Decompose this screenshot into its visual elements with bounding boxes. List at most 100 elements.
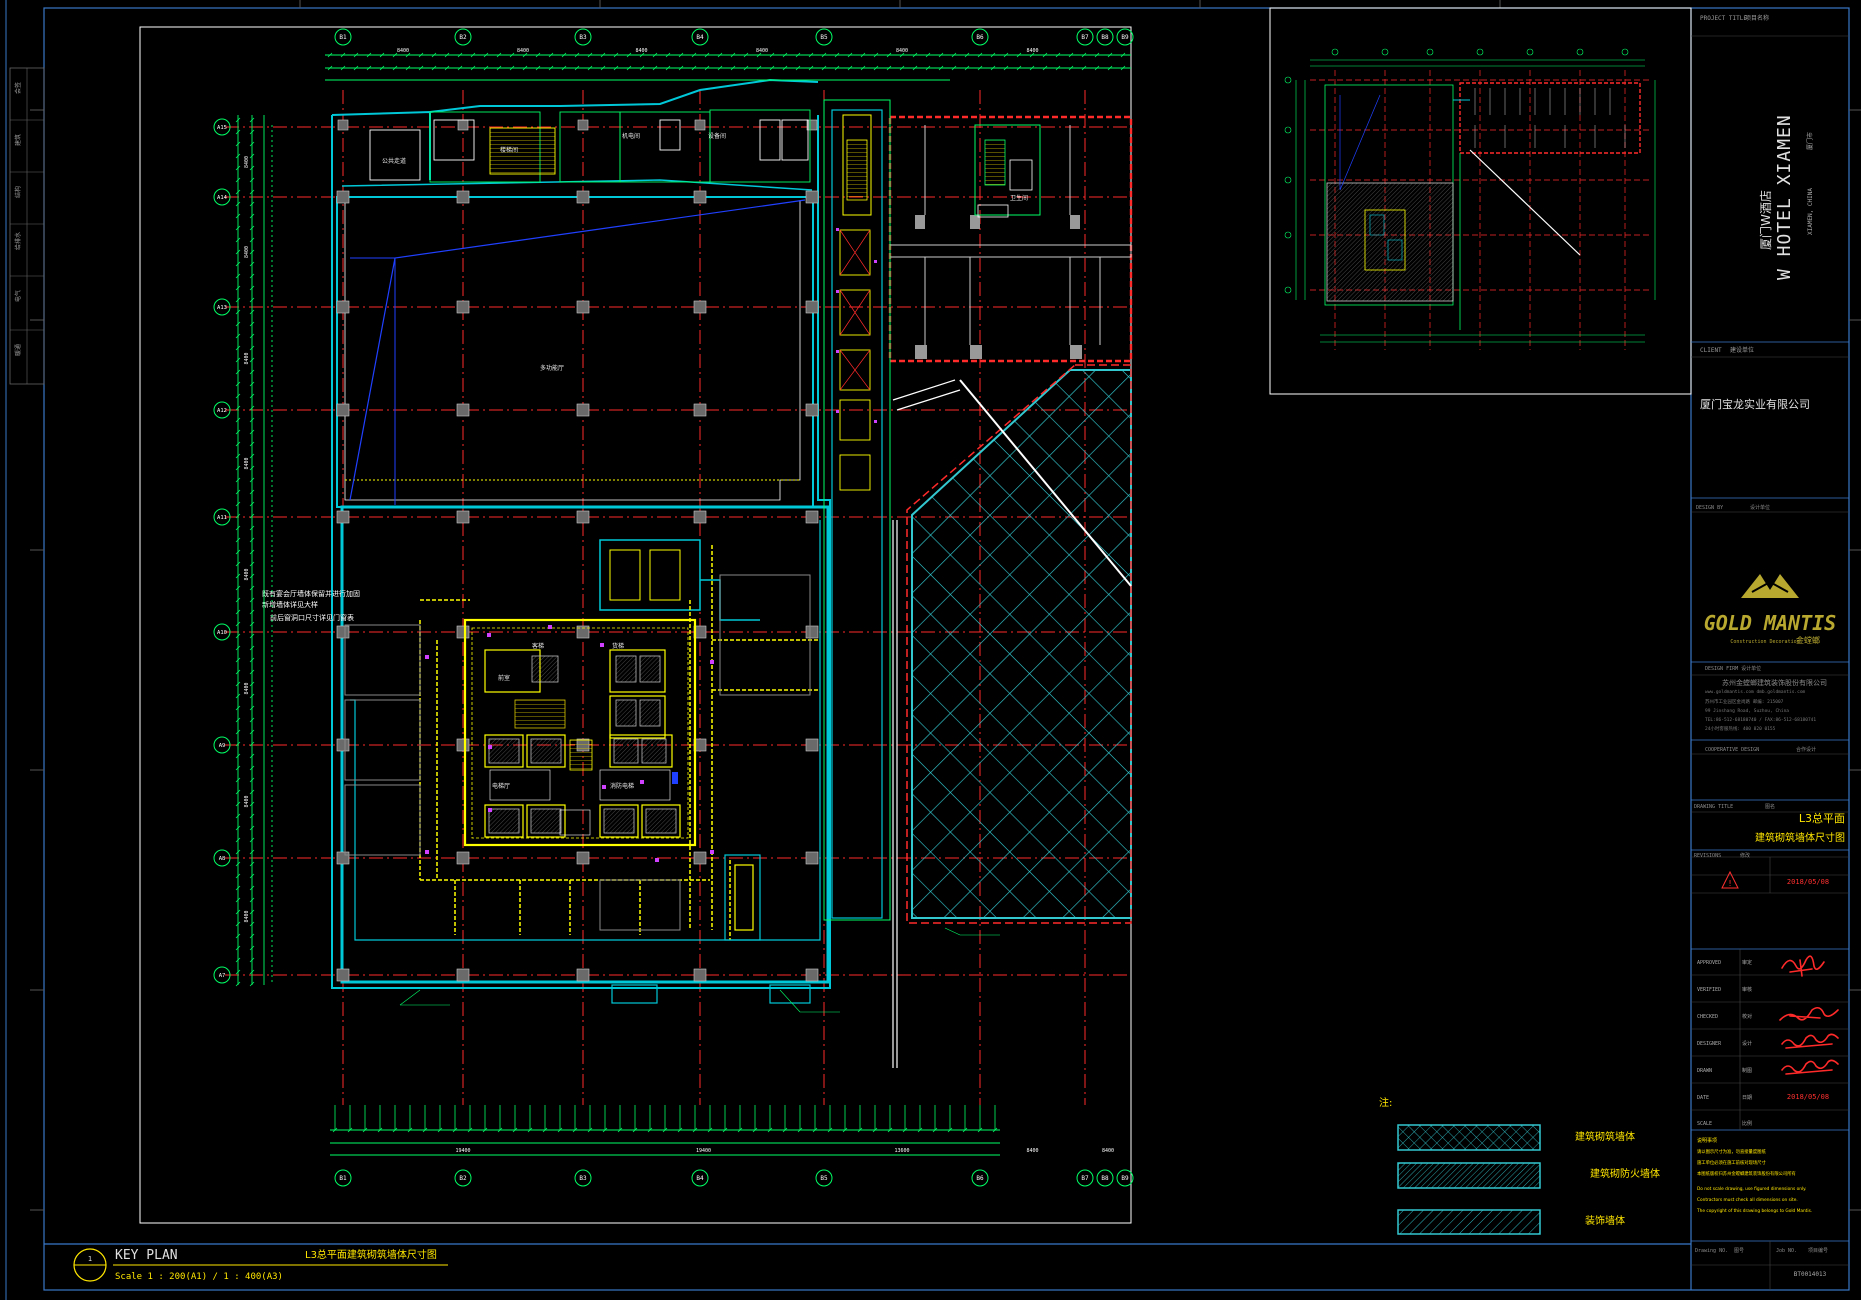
firm-name: 苏州金螳螂建筑装饰股份有限公司	[1722, 678, 1827, 687]
dim-tick	[470, 52, 476, 58]
dim-tick	[235, 849, 241, 855]
dim-tick	[704, 52, 710, 58]
grid-bubble	[971, 1169, 989, 1187]
dim-tick	[704, 65, 710, 71]
cooperative-label: COOPERATIVE DESIGN	[1705, 747, 1759, 753]
grid-bubble-label: B6	[976, 1175, 984, 1182]
dim-tick	[639, 52, 645, 58]
dim-tick	[235, 741, 241, 747]
dim-tick	[1016, 65, 1022, 71]
dim-tick	[483, 52, 489, 58]
dim-tick	[235, 453, 241, 459]
dimension-value: 8400	[635, 48, 647, 54]
dim-tick	[899, 52, 905, 58]
dim-tick	[249, 825, 255, 831]
dim-tick	[235, 705, 241, 711]
row-label: CHECKED	[1697, 1014, 1718, 1020]
dim-tick	[899, 65, 905, 71]
dim-tick	[639, 65, 645, 71]
legend-swatch-dense	[1397, 1162, 1541, 1189]
dim-tick	[249, 381, 255, 387]
grid-bubble	[213, 298, 231, 316]
dim-tick	[249, 213, 255, 219]
dimension-value: 8400	[756, 48, 768, 54]
dim-tick	[249, 357, 255, 363]
dim-tick	[235, 501, 241, 507]
dim-tick	[353, 52, 359, 58]
grid-bubble	[1076, 28, 1094, 46]
column	[693, 190, 707, 204]
firm-line: www.goldmantis.com dmb.goldmantis.com	[1705, 689, 1806, 695]
dim-tick	[249, 429, 255, 435]
key-plan-title-bar: 1 KEY PLAN L3总平面建筑砌筑墙体尺寸图 Scale 1 : 200(…	[73, 1248, 448, 1282]
revisions-cn-label: 修改	[1740, 852, 1750, 859]
dim-tick	[951, 52, 957, 58]
dim-tick	[340, 52, 346, 58]
dim-tick	[249, 585, 255, 591]
grid-bubble-label: B2	[459, 1175, 467, 1182]
column	[336, 300, 350, 314]
dim-tick	[678, 65, 684, 71]
dim-tick	[808, 65, 814, 71]
dim-tick	[249, 189, 255, 195]
grid-bubble-label: B3	[579, 1175, 587, 1182]
dim-tick	[769, 52, 775, 58]
dim-tick	[561, 52, 567, 58]
note-line: 本图纸版权归苏州金螳螂建筑装饰股份有限公司所有	[1697, 1170, 1797, 1177]
dim-tick	[574, 65, 580, 71]
dim-tick	[665, 65, 671, 71]
title-block: PROJECT TITLE 项目名称 W HOTEL XIAMEN 厦门W酒店 …	[1691, 14, 1849, 1290]
note-line: Do not scale drawing, use figured dimens…	[1697, 1186, 1806, 1192]
grid-bubble	[574, 28, 592, 46]
dim-tick	[235, 225, 241, 231]
dim-tick	[1003, 65, 1009, 71]
client-name: 厦门宝龙实业有限公司	[1700, 397, 1810, 411]
dim-tick	[235, 633, 241, 639]
strip-label: 会签	[14, 82, 22, 94]
dim-tick	[235, 537, 241, 543]
dim-tick	[249, 633, 255, 639]
column	[693, 510, 707, 524]
dim-tick	[353, 65, 359, 71]
dimension-value: 8400	[1026, 48, 1038, 54]
grid-bubble-label: B9	[1121, 1175, 1129, 1182]
dim-tick	[873, 52, 879, 58]
strip-label: 建筑	[14, 134, 22, 146]
dim-tick	[743, 65, 749, 71]
cooperative-cn-label: 合作设计	[1796, 746, 1816, 753]
dim-tick	[574, 52, 580, 58]
dim-tick	[990, 52, 996, 58]
dim-tick	[249, 477, 255, 483]
dim-tick	[977, 52, 983, 58]
dimension-value: 8400	[244, 156, 250, 168]
dim-tick	[235, 369, 241, 375]
dimension-value: 8400	[1026, 1148, 1038, 1154]
dim-tick	[613, 65, 619, 71]
dim-tick	[235, 189, 241, 195]
column	[805, 403, 819, 417]
grid-bubble-label: B6	[976, 34, 984, 41]
column	[337, 119, 349, 131]
key-plan-title: KEY PLAN	[115, 1248, 178, 1263]
column	[805, 300, 819, 314]
revisions-label: REVISIONS	[1694, 853, 1721, 859]
dim-tick	[535, 65, 541, 71]
dim-tick	[470, 65, 476, 71]
dimension-value: 19400	[696, 1148, 711, 1154]
dim-tick	[834, 52, 840, 58]
dim-tick	[249, 513, 255, 519]
dim-tick	[249, 849, 255, 855]
dim-tick	[235, 381, 241, 387]
grid-bubble	[1096, 1169, 1114, 1187]
dim-tick	[379, 65, 385, 71]
dim-tick	[249, 117, 255, 123]
legend-note-label: 注:	[1379, 1096, 1392, 1109]
elevator-core	[463, 539, 760, 847]
dim-tick	[235, 597, 241, 603]
room-label: 消防电梯	[610, 782, 634, 790]
dim-tick	[769, 65, 775, 71]
grid-bubble-label: B1	[339, 1175, 347, 1182]
dim-tick	[1094, 52, 1100, 58]
dim-tick	[249, 465, 255, 471]
dim-tick	[418, 65, 424, 71]
